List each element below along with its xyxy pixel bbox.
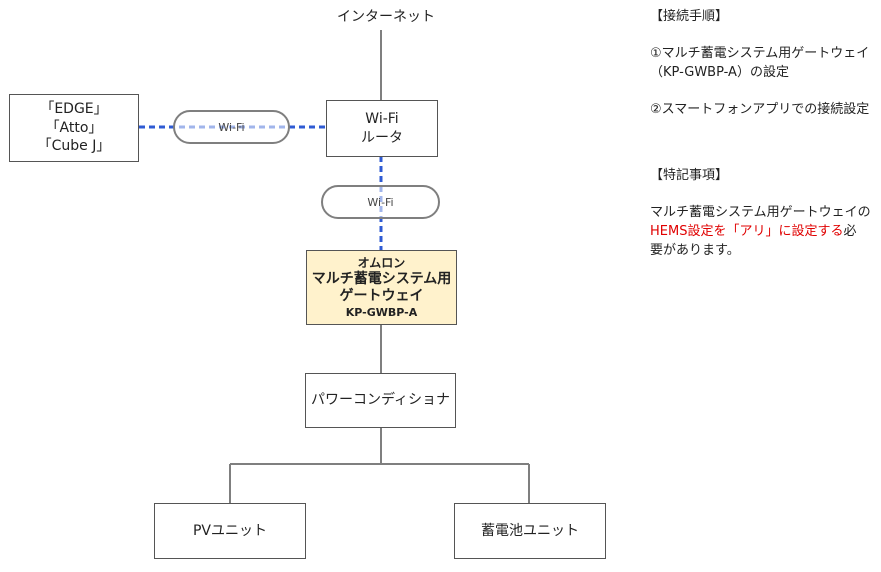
router-line2: ルータ — [361, 129, 403, 146]
device-cube-j: 「Cube J」 — [37, 138, 111, 155]
wifi-pill-vertical: Wi-Fi — [321, 185, 440, 219]
step1-line2: （KP-GWBP-A）の設定 — [650, 64, 789, 80]
wifi-label-vertical: Wi-Fi — [367, 195, 394, 209]
pv-unit-box: PVユニット — [154, 503, 306, 559]
step2: ②スマートフォンアプリでの接続設定 — [650, 101, 870, 117]
router-box: Wi-Fi ルータ — [326, 100, 438, 157]
internet-label: インターネット — [337, 9, 435, 25]
notes-panel: 【接続手順】 ①マルチ蓄電システム用ゲートウェイ （KP-GWBP-A）の設定 … — [650, 8, 878, 261]
special-tail: 必 — [843, 224, 857, 240]
gateway-name-line2: ゲートウェイ — [339, 288, 424, 305]
router-line1: Wi-Fi — [365, 110, 399, 127]
wifi-pill-left: Wi-Fi — [173, 110, 290, 144]
special-highlight: HEMS設定を「アリ」に設定する — [650, 224, 844, 240]
wifi-label-left: Wi-Fi — [218, 120, 245, 134]
special-title: 【特記事項】 — [650, 168, 729, 184]
device-edge: 「EDGE」 — [40, 100, 108, 117]
device-atto: 「Atto」 — [45, 119, 103, 136]
devices-box: 「EDGE」 「Atto」 「Cube J」 — [9, 94, 139, 162]
special-line1: マルチ蓄電システム用ゲートウェイの — [650, 205, 871, 221]
procedure-title: 【接続手順】 — [650, 9, 729, 24]
battery-unit-label: 蓄電池ユニット — [481, 522, 579, 539]
pv-unit-label: PVユニット — [192, 522, 268, 539]
special-line2: HEMS設定を「アリ」に設定する必 — [650, 223, 878, 242]
step1-line1: ①マルチ蓄電システム用ゲートウェイ — [650, 45, 870, 61]
gateway-maker: オムロン — [357, 255, 406, 270]
battery-unit-box: 蓄電池ユニット — [454, 503, 606, 559]
power-conditioner-label: パワーコンディショナ — [310, 392, 451, 409]
gateway-box: オムロン マルチ蓄電システム用 ゲートウェイ KP-GWBP-A — [306, 250, 457, 325]
power-conditioner-box: パワーコンディショナ — [305, 373, 456, 428]
gateway-model: KP-GWBP-A — [345, 305, 418, 319]
special-line3: 要があります。 — [650, 242, 740, 258]
gateway-name-line1: マルチ蓄電システム用 — [311, 270, 452, 287]
